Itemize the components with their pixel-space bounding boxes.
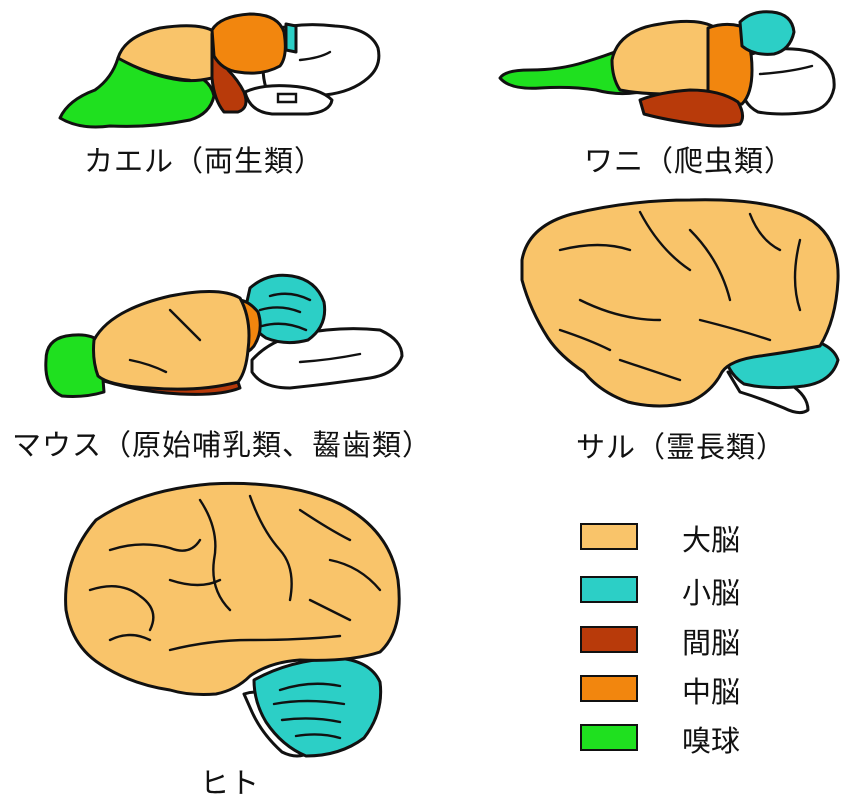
croc-cerebellum (740, 12, 794, 55)
legend-label: 間脳 (682, 620, 740, 662)
mouse-brain (46, 275, 402, 396)
frog-brain (60, 14, 379, 127)
croc-medulla (740, 49, 834, 114)
legend-label: 嗅球 (682, 718, 740, 760)
legend-swatch (580, 626, 638, 653)
legend-swatch (580, 675, 638, 702)
legend-label: 中脳 (682, 669, 740, 711)
legend-item-olfactory-bulb: 嗅球 (580, 720, 800, 760)
legend-swatch (580, 523, 638, 550)
legend-swatch (580, 724, 638, 751)
legend-label: 大脳 (682, 517, 740, 559)
legend-item-midbrain: 中脳 (580, 671, 800, 711)
legend-item-cerebellum: 小脳 (580, 572, 800, 612)
croc-diencephalon (640, 90, 743, 126)
croc-caption: ワニ（爬虫類） (584, 138, 794, 180)
mouse-caption: マウス（原始哺乳類、齧歯類） (12, 422, 432, 464)
legend-item-diencephalon: 間脳 (580, 622, 800, 662)
frog-midbrain (212, 14, 285, 73)
mouse-cerebrum (94, 291, 250, 389)
monkey-caption: サル（霊長類） (576, 424, 786, 466)
legend-label: 小脳 (682, 570, 740, 612)
croc-cerebrum (612, 21, 712, 94)
legend-item-cerebrum: 大脳 (580, 519, 800, 559)
legend-swatch (580, 576, 638, 603)
frog-caption: カエル（両生類） (84, 138, 324, 180)
frog-cerebellum (286, 24, 296, 52)
croc-brain (500, 12, 834, 126)
